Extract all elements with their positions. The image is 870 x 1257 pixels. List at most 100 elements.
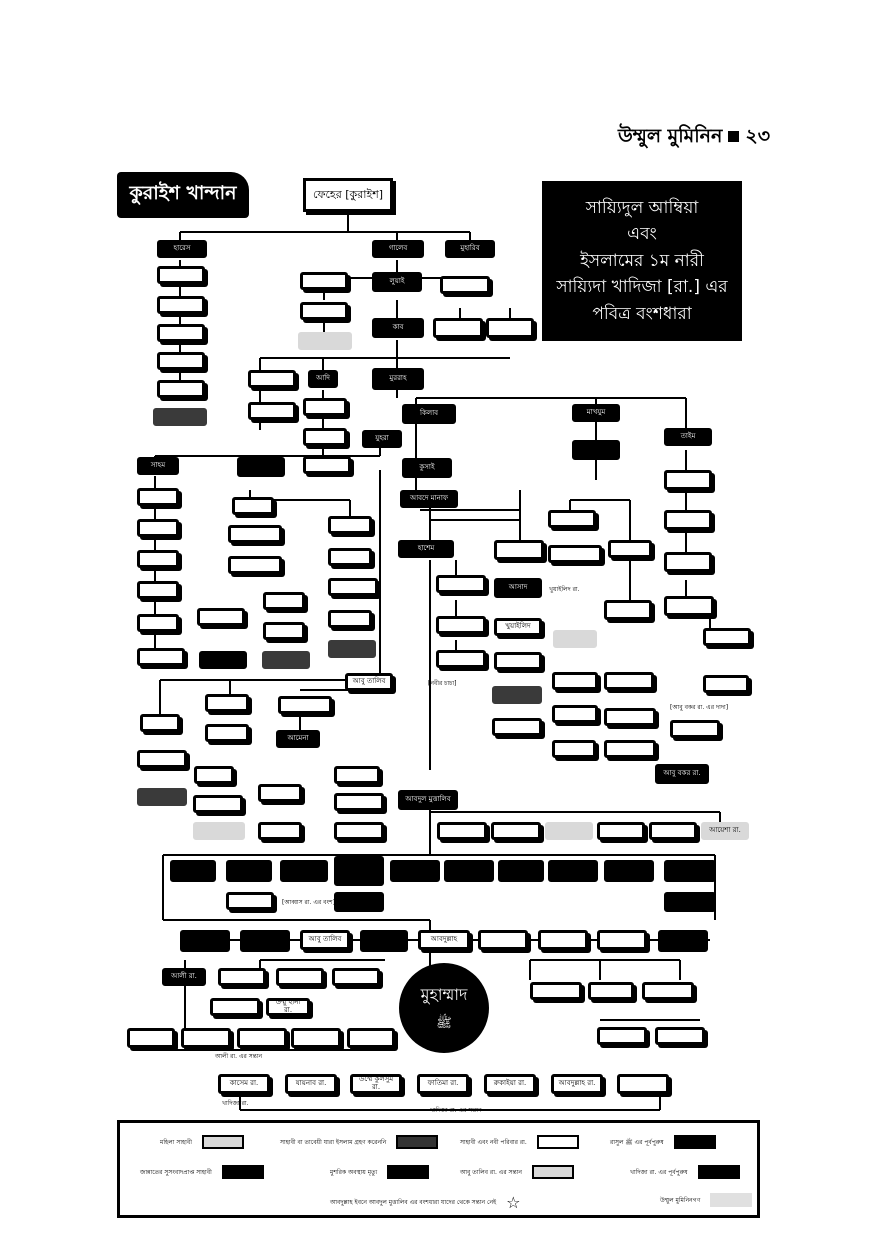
- info-line: সায়্যিদা খাদিজা [রা.] এর: [556, 277, 728, 298]
- tree-node: হারেস: [157, 240, 207, 258]
- tree-node: রুকাইয়া রা.: [484, 1074, 536, 1094]
- tree-node: তাইম: [664, 428, 712, 446]
- tree-node: [248, 370, 296, 388]
- tree-node: [334, 793, 384, 811]
- tree-node: [664, 552, 712, 572]
- tree-node: [137, 648, 185, 666]
- tree-node: [597, 930, 647, 950]
- tree-node: [137, 581, 179, 599]
- tree-node: [303, 398, 347, 416]
- tree-node: [137, 614, 179, 632]
- tree-node: গালেব: [372, 240, 424, 258]
- root-node: ফেহের [কুরাইশ]: [303, 178, 393, 212]
- legend-label: রাসুল ﷺ এর পূর্বপুরুষ: [610, 1138, 664, 1146]
- tree-node: আদি: [308, 370, 338, 388]
- tree-node: [332, 968, 380, 986]
- center-name: মুহাম্মাদ: [420, 985, 468, 1004]
- tree-node: [478, 930, 528, 950]
- tree-node: [552, 740, 596, 758]
- tree-node: [433, 318, 483, 338]
- tree-node: সাহম: [137, 457, 179, 475]
- legend-label: মহিলা সাহাবী: [160, 1138, 192, 1146]
- family-title: কুরাইশ খান্দান: [117, 172, 249, 218]
- tree-node: [193, 822, 245, 840]
- tree-node: [300, 272, 348, 290]
- tree-node: [328, 610, 372, 628]
- tree-node: [197, 608, 245, 626]
- legend-swatch: [536, 1135, 579, 1149]
- legend-label: খাদিজা রা. এর পূর্বপুরুষ: [630, 1168, 688, 1176]
- legend-item: রাসুল ﷺ এর পূর্বপুরুষ: [610, 1135, 716, 1149]
- tree-node: উম্মু হানী রা.: [266, 998, 310, 1016]
- tree-node: [278, 696, 332, 714]
- tree-node: [157, 296, 205, 314]
- legend-item: জান্নাতের সুসংবাদপ্রাপ্ত সাহাবী: [140, 1165, 264, 1179]
- tree-node: [262, 651, 310, 669]
- tree-node: [263, 592, 305, 610]
- tree-node: [334, 822, 384, 840]
- tree-node: কিলাব: [402, 404, 456, 424]
- tree-node: কাব: [372, 318, 424, 338]
- info-line: সায়্যিদুল আম্বিয়া: [585, 198, 699, 219]
- legend-label: সাহাবী বা তাবেয়ী যারা ইসলাম গ্রহণ করেনন…: [280, 1138, 387, 1146]
- legend-item: মহিলা সাহাবী: [160, 1135, 244, 1149]
- tree-node: [545, 822, 593, 840]
- legend-swatch: [396, 1135, 439, 1149]
- tree-node: [655, 1027, 705, 1045]
- tree-node: খুয়াইলিদ: [494, 618, 542, 636]
- tree-node: [498, 860, 544, 882]
- tree-node: [658, 930, 708, 952]
- tree-node: [552, 705, 598, 723]
- info-box: সায়্যিদুল আম্বিয়া এবং ইসলামের ১ম নারী …: [542, 181, 742, 341]
- tree-node: [664, 892, 716, 912]
- tree-node: [137, 519, 179, 537]
- legend-label: মুশরিক অবস্থায় মৃত্যু: [330, 1168, 378, 1176]
- tree-node: [553, 630, 597, 648]
- legend-item: সাহাবী এবং নবী পরিবার রা.: [460, 1135, 579, 1149]
- tree-node: [226, 860, 272, 882]
- tree-node: [291, 1028, 341, 1048]
- legend-item: আবু তালিব রা. এর সন্তান: [460, 1165, 574, 1179]
- tree-node: যুহরা: [362, 430, 402, 448]
- tree-node: [492, 686, 542, 704]
- tree-node: [444, 860, 494, 882]
- tree-node: [157, 352, 205, 370]
- tree-node: [193, 795, 243, 813]
- tree-node: [170, 860, 216, 882]
- tree-node: [604, 600, 652, 620]
- note: খাদিজা রা.: [222, 1100, 249, 1107]
- tree-node: [237, 457, 285, 477]
- tree-node: [140, 714, 180, 732]
- legend-swatch: [673, 1135, 716, 1149]
- tree-node: আবদে মানাফ: [400, 490, 458, 508]
- note: [আবু বকর রা. এর দাদা]: [670, 704, 729, 711]
- tree-node: [649, 822, 697, 840]
- tree-node: [604, 672, 654, 690]
- tree-node: [228, 525, 282, 543]
- note: [নবীর চাচা]: [428, 680, 457, 687]
- tree-node: আবদুল্লাহ: [418, 930, 470, 950]
- tree-node: [157, 324, 205, 342]
- tree-node: [703, 628, 751, 646]
- tree-node: [664, 470, 712, 490]
- tree-node: আবদুল মুত্তালিব: [398, 790, 458, 810]
- tree-node: [548, 860, 598, 882]
- legend-swatch: [387, 1165, 430, 1179]
- tree-node: আবু তালিব: [345, 673, 393, 691]
- legend-item: মুশরিক অবস্থায় মৃত্যু: [330, 1165, 430, 1179]
- tree-node: [664, 596, 714, 616]
- tree-node: [334, 856, 384, 886]
- tree-node: [604, 740, 656, 758]
- tree-node: [258, 784, 302, 802]
- tree-node: [303, 456, 351, 474]
- legend-item: আবদুল্লাহ ইবনে আবদুল মুত্তালিব এর বংশধার…: [330, 1193, 521, 1212]
- tree-node: [194, 766, 234, 784]
- legend-label: জান্নাতের সুসংবাদপ্রাপ্ত সাহাবী: [140, 1168, 212, 1176]
- tree-node: [492, 718, 542, 736]
- tree-node: [199, 651, 247, 669]
- tree-node: [642, 982, 694, 1000]
- tree-node: [617, 1074, 669, 1094]
- tree-node: [328, 516, 372, 534]
- tree-node: [137, 788, 187, 806]
